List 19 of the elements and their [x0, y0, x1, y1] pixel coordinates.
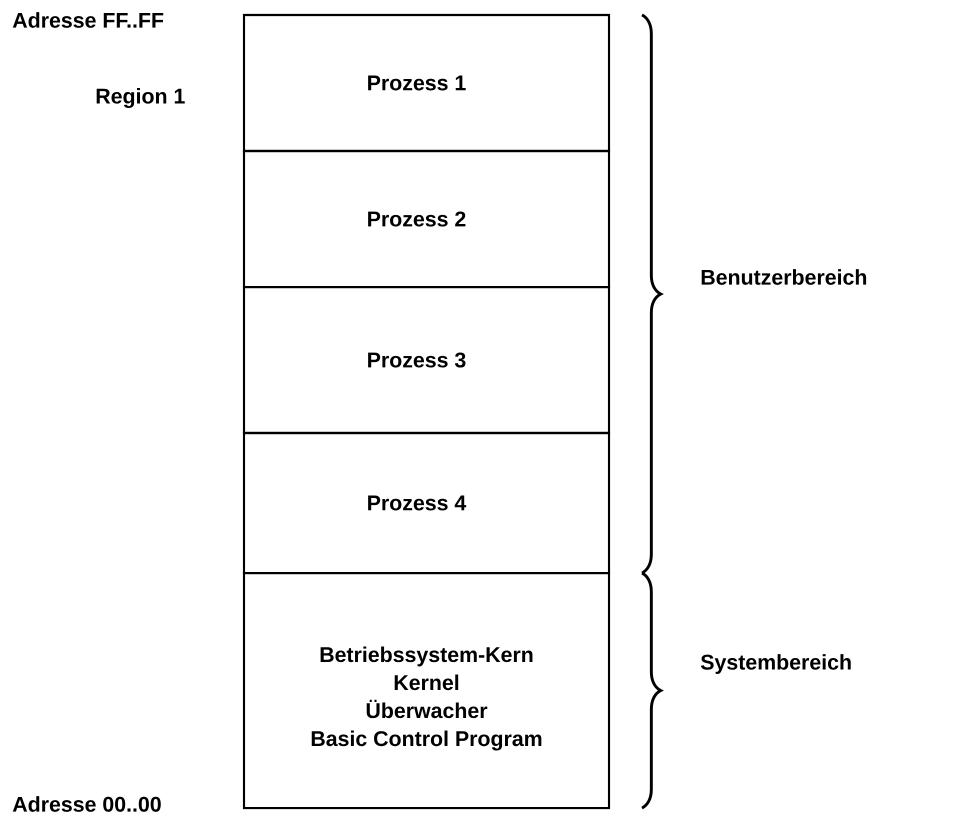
region-label: Prozess 3: [368, 352, 466, 368]
memory-region-box: [242, 572, 610, 810]
address-label: Adresse FF..FF: [12, 12, 164, 28]
region-label: Prozess 2: [368, 211, 466, 227]
node-label: Kernel: [394, 674, 458, 690]
memory-region-box: [242, 150, 610, 288]
address-label: Region 1: [96, 88, 185, 108]
node-label: Betriebssystem-Kern: [320, 646, 532, 666]
region-label: Prozess 4: [368, 496, 466, 510]
region-label: Prozess 1: [368, 76, 466, 90]
region-label: Betriebssystem-Kern Kernel Überwacher Basic Control Program: [312, 646, 542, 750]
memory-region-box: [242, 14, 610, 152]
node-label: Überwacher: [366, 700, 488, 718]
address-label: Adresse 00..00: [12, 796, 161, 812]
address-label: Benutzerbereich: [702, 269, 866, 285]
address-label: Systembereich: [700, 654, 851, 674]
memory-region-box: [242, 432, 610, 574]
memory-region-box: [242, 286, 610, 434]
node-label: Basic Control Program: [312, 730, 542, 750]
